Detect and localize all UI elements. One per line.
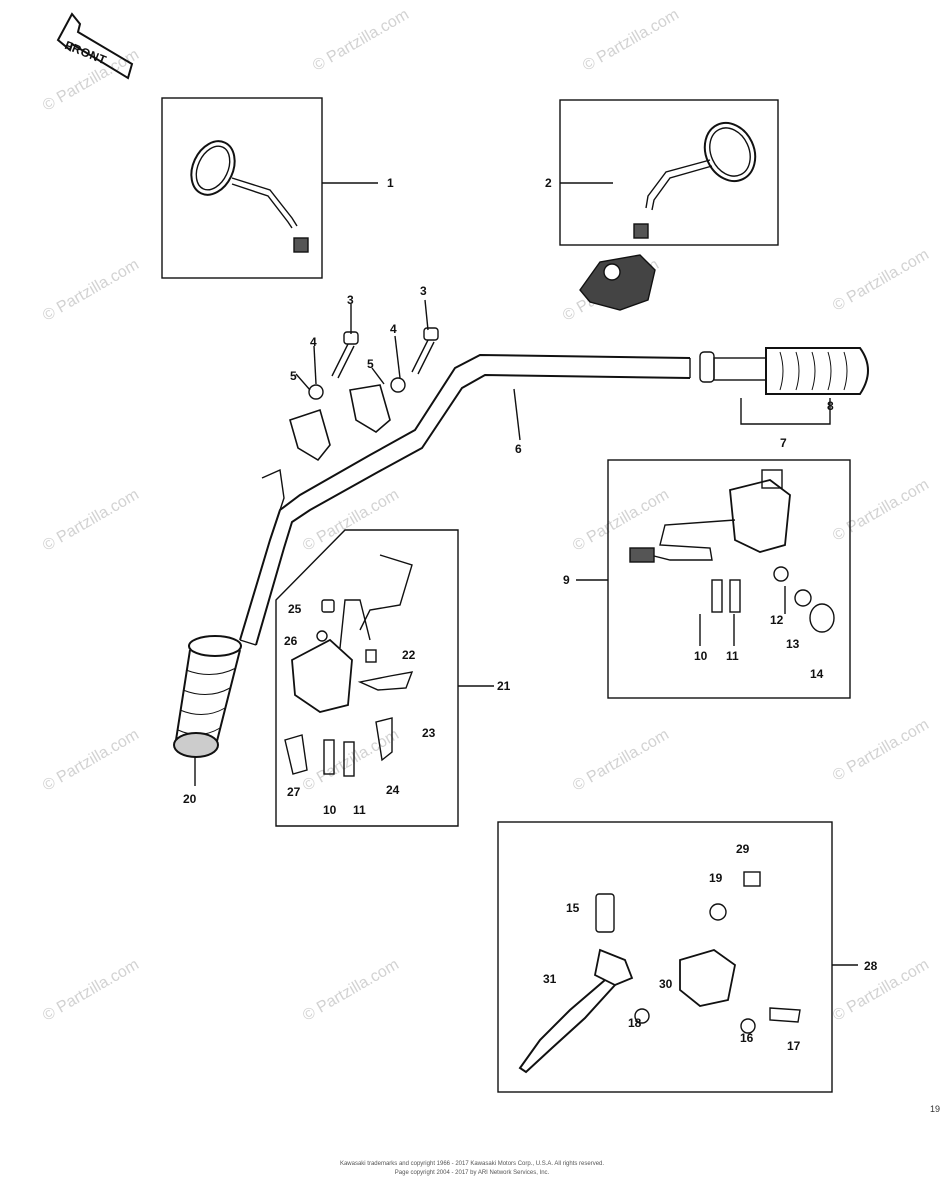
right-switch-icon xyxy=(629,469,835,633)
left-grip-icon xyxy=(173,635,242,758)
part-label: 4 xyxy=(310,335,317,349)
right-mirror-icon xyxy=(633,121,757,239)
throttle-housing-icon xyxy=(579,254,656,311)
part-label: 28 xyxy=(864,959,878,973)
part-label: 23 xyxy=(422,726,436,740)
copyright-line-1: Kawasaki trademarks and copyright 1966 -… xyxy=(339,1161,605,1167)
part-label: 26 xyxy=(284,634,298,648)
left-switch-icon xyxy=(284,554,414,777)
part-label: 9 xyxy=(563,573,570,587)
box-part-1 xyxy=(161,97,323,279)
part-label: 7 xyxy=(780,436,787,450)
clutch-lever-icon xyxy=(518,871,801,1074)
clamp-bolts-icon xyxy=(289,327,439,462)
copyright-line-2: Page copyright 2004 - 2017 by ARI Networ… xyxy=(394,1170,550,1176)
part-label: 1 xyxy=(387,176,394,190)
page-number: 19 xyxy=(929,1104,940,1114)
part-label: 20 xyxy=(183,792,197,806)
part-label: 6 xyxy=(515,442,522,456)
front-arrow-icon xyxy=(56,12,134,80)
part-label: 22 xyxy=(402,648,416,662)
part-label: 11 xyxy=(353,803,366,817)
part-label: 29 xyxy=(736,842,750,856)
part-label: 10 xyxy=(694,649,708,663)
part-label: 3 xyxy=(347,293,354,307)
part-label: 19 xyxy=(709,871,723,885)
part-label: 30 xyxy=(659,977,673,991)
left-mirror-icon xyxy=(190,140,309,253)
box-part-2 xyxy=(559,99,779,246)
part-label: 21 xyxy=(497,679,511,693)
part-label: 27 xyxy=(287,785,301,799)
part-label: 14 xyxy=(810,667,824,681)
part-label: 5 xyxy=(290,369,297,383)
part-label: 4 xyxy=(390,322,397,336)
part-label: 8 xyxy=(827,399,834,413)
part-label: 12 xyxy=(770,613,784,627)
part-label: 17 xyxy=(787,1039,801,1053)
part-label: 31 xyxy=(543,972,557,986)
part-label: 25 xyxy=(288,602,302,616)
box-part-21 xyxy=(275,529,459,827)
part-label: 5 xyxy=(367,357,374,371)
right-grip-icon xyxy=(699,347,869,395)
part-label: 16 xyxy=(740,1031,754,1045)
part-label: 3 xyxy=(420,284,427,298)
handlebar-icon xyxy=(239,353,691,646)
part-label: 11 xyxy=(726,649,739,663)
part-label: 24 xyxy=(386,783,400,797)
part-label: 15 xyxy=(566,901,580,915)
part-label: 2 xyxy=(545,176,552,190)
part-label: 13 xyxy=(786,637,800,651)
box-part-28 xyxy=(497,821,833,1093)
part-label: 10 xyxy=(323,803,337,817)
box-part-9 xyxy=(607,459,851,699)
part-label: 18 xyxy=(628,1016,642,1030)
